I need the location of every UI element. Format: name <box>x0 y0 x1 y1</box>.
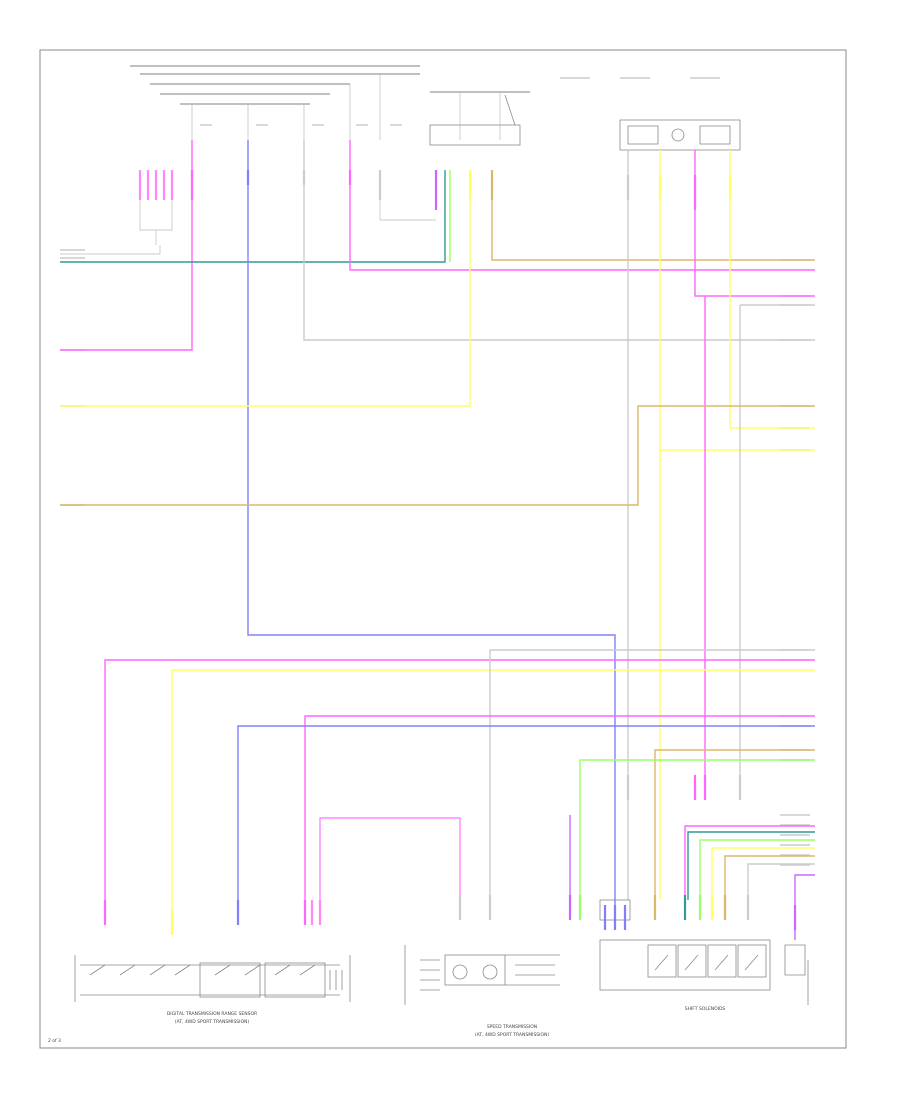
wire-pink-left <box>60 140 193 351</box>
speed-sensor-title: SPEED TRANSMISSION <box>487 1024 537 1030</box>
wire-solenoid-pink <box>684 825 815 900</box>
wire-teal-top <box>60 170 446 263</box>
wire-solenoid-purple <box>794 874 815 940</box>
wire-tan-mid <box>654 749 815 900</box>
fuse-drops <box>191 74 501 140</box>
relay-module <box>429 94 741 151</box>
wire-gray-mid <box>303 140 815 341</box>
wire-tan-top <box>491 170 815 261</box>
wire-blue-mid <box>237 725 815 900</box>
wire-solenoid-tan <box>724 855 815 900</box>
wire-yellow-right <box>729 150 815 429</box>
wire-pink-lower-long <box>104 659 815 900</box>
wire-solenoid-yellow <box>711 847 815 900</box>
wire-yellow-relay <box>659 150 815 900</box>
shift-solenoids: SHIFT SOLENOIDS <box>599 939 809 1012</box>
wire-blue-main <box>247 140 616 910</box>
wire-yellow-lower-long <box>171 669 815 920</box>
wire-solenoid-gray <box>747 863 815 900</box>
wire-yellow-left <box>60 170 471 407</box>
wire-tan-long <box>60 405 815 506</box>
wire-gray-right-down <box>739 304 815 800</box>
wire-solenoid-teal <box>687 831 815 900</box>
wire-pink-top <box>349 140 815 271</box>
wires <box>60 140 815 940</box>
wire-green-mid <box>579 759 815 900</box>
wire-pink-small <box>319 817 461 900</box>
misc-small-components <box>379 200 631 921</box>
diagram-frame <box>39 49 847 1049</box>
page-number: 2 of 3 <box>48 1038 61 1044</box>
digital-range-sensor-subtitle: (AT, 4WD SPORT TRANSMISSION) <box>175 1019 250 1025</box>
wire-pink-mid <box>304 715 815 900</box>
digital-range-sensor: DIGITAL TRANSMISSION RANGE SENSOR (AT, 4… <box>74 955 351 1025</box>
shift-solenoids-title: SHIFT SOLENOIDS <box>685 1006 726 1012</box>
top-power-buses <box>130 65 530 105</box>
speed-sensor: SPEED TRANSMISSION (AT, 4WD SPORT TRANSM… <box>404 945 560 1038</box>
digital-range-sensor-title: DIGITAL TRANSMISSION RANGE SENSOR <box>167 1011 257 1017</box>
wire-solenoid-green <box>699 839 815 900</box>
speed-sensor-subtitle: (AT, 4WD SPORT TRANSMISSION) <box>475 1032 550 1038</box>
connector-stubs <box>103 170 797 935</box>
wire-gray-lower <box>489 649 815 900</box>
wire-pink-relay <box>694 150 815 297</box>
